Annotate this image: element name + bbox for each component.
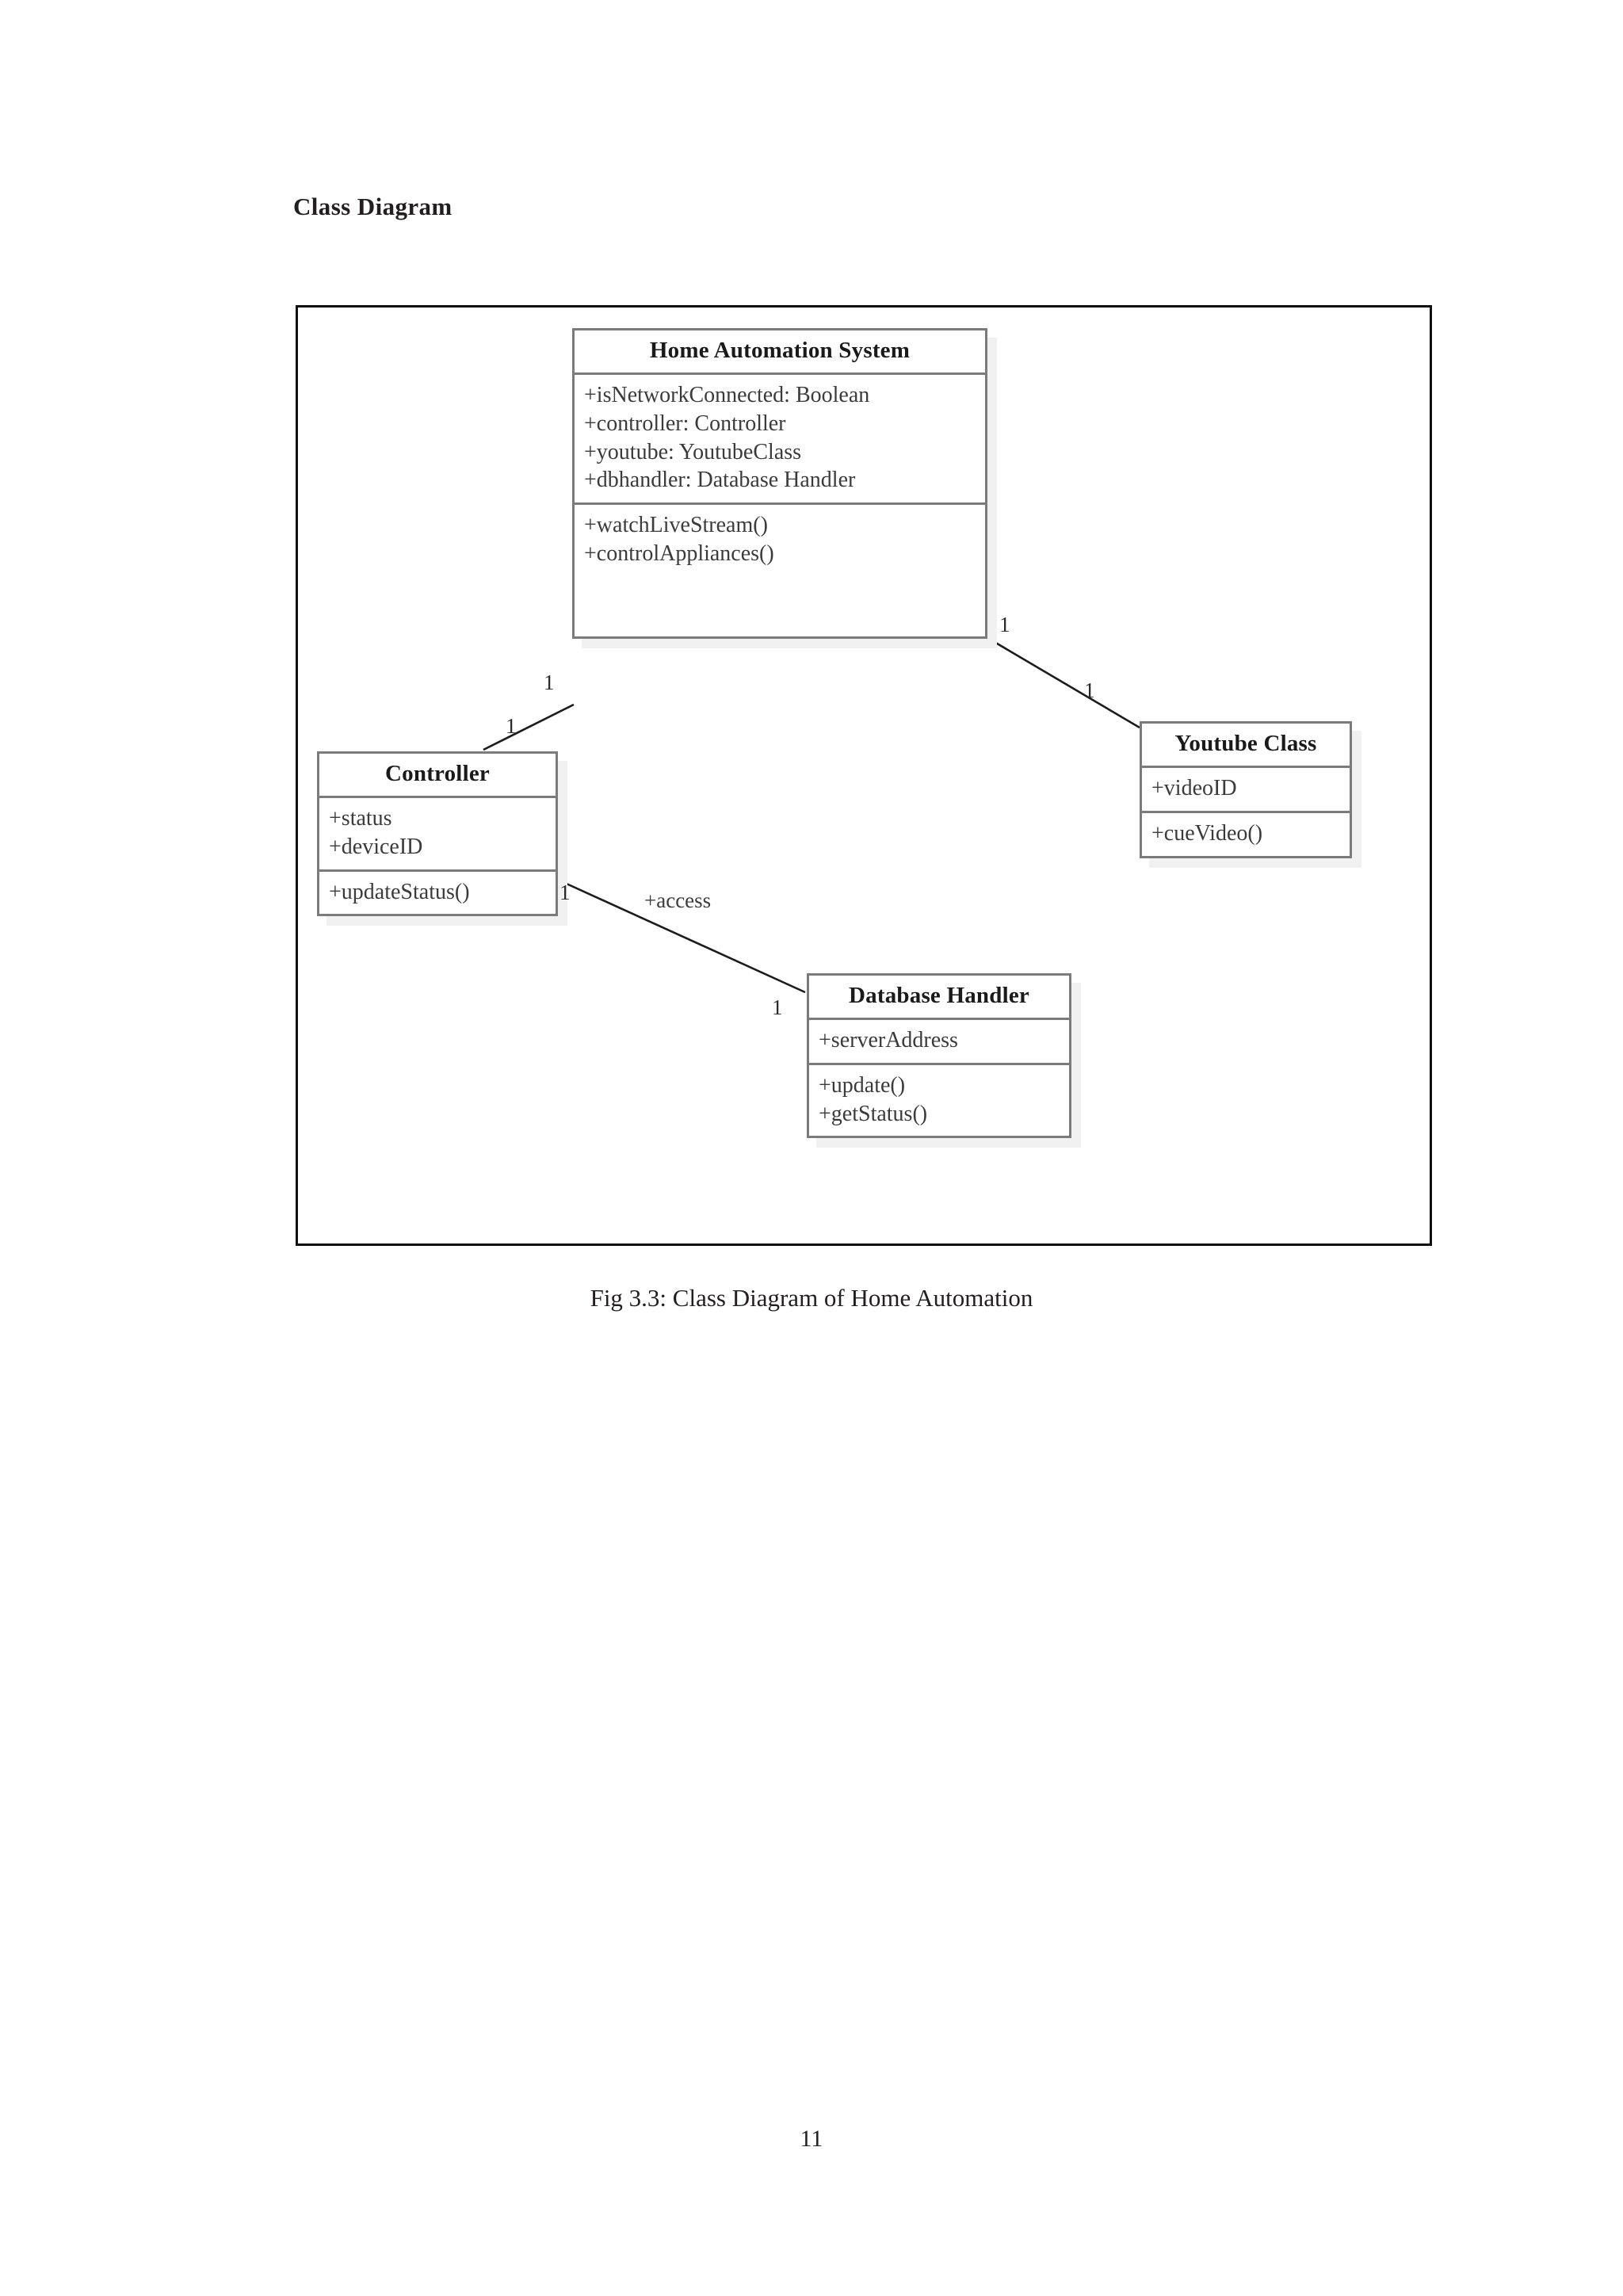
uml-operations-compartment: +updateStatus(): [319, 869, 556, 915]
uml-attributes-compartment: +status +deviceID: [319, 796, 556, 869]
uml-attributes-compartment: +serverAddress: [809, 1018, 1069, 1063]
uml-class-name: Home Automation System: [649, 338, 911, 363]
uml-attributes-compartment: +videoID: [1142, 766, 1350, 811]
page-number: 11: [800, 2126, 823, 2152]
page-title: Class Diagram: [293, 193, 453, 220]
uml-operations-compartment: +update() +getStatus(): [809, 1062, 1069, 1137]
multiplicity-has-controller-source: 1: [544, 670, 555, 694]
uml-attribute: +youtube: YoutubeClass: [584, 439, 802, 464]
uml-class-home-automation-system[interactable]: Home Automation System +isNetworkConnect…: [572, 328, 987, 640]
association-line-has-youtube: [988, 637, 1140, 729]
uml-attribute: +controller: Controller: [584, 411, 786, 436]
uml-attribute: +deviceID: [329, 834, 423, 859]
uml-class-controller[interactable]: Controller +status +deviceID +updateStat…: [317, 751, 558, 917]
uml-class-youtube-class[interactable]: Youtube Class +videoID +cueVideo(): [1140, 721, 1352, 858]
figure-caption: Fig 3.3: Class Diagram of Home Automatio…: [590, 1284, 1033, 1312]
multiplicity-controller-dbhandler-source: 1: [559, 881, 571, 904]
uml-class-database-handler[interactable]: Database Handler +serverAddress +update(…: [807, 973, 1071, 1139]
multiplicity-controller-dbhandler-target: 1: [772, 995, 783, 1019]
uml-class-name: Youtube Class: [1174, 731, 1317, 756]
uml-operation: +update(): [819, 1072, 906, 1098]
uml-attribute: +dbhandler: Database Handler: [584, 468, 856, 493]
association-line-has-controller: [483, 703, 575, 751]
uml-attribute: +status: [329, 806, 392, 831]
uml-operation: +watchLiveStream(): [584, 513, 768, 538]
figure-frame: Home Automation System +isNetworkConnect…: [296, 305, 1432, 1246]
multiplicity-has-youtube-target: 1: [1084, 678, 1095, 702]
multiplicity-has-controller-target: 1: [506, 714, 517, 738]
class-diagram-canvas: Home Automation System +isNetworkConnect…: [298, 308, 1430, 1244]
uml-attribute: +isNetworkConnected: Boolean: [584, 383, 870, 407]
association-label-access: +access: [644, 888, 712, 912]
uml-class-name: Controller: [385, 761, 490, 786]
uml-operations-compartment: +cueVideo(): [1142, 810, 1350, 856]
uml-class-name: Database Handler: [849, 983, 1029, 1008]
uml-attributes-compartment: +isNetworkConnected: Boolean +controller…: [575, 372, 985, 502]
uml-operation: +controlAppliances(): [584, 541, 774, 567]
uml-attribute: +serverAddress: [819, 1028, 958, 1052]
uml-operation: +updateStatus(): [329, 879, 470, 904]
multiplicity-has-youtube-source: 1: [999, 613, 1010, 636]
uml-attribute: +videoID: [1151, 776, 1237, 800]
uml-operation: +cueVideo(): [1151, 820, 1263, 846]
uml-operation: +getStatus(): [819, 1101, 928, 1126]
uml-operations-compartment: +watchLiveStream() +controlAppliances(): [575, 502, 985, 636]
